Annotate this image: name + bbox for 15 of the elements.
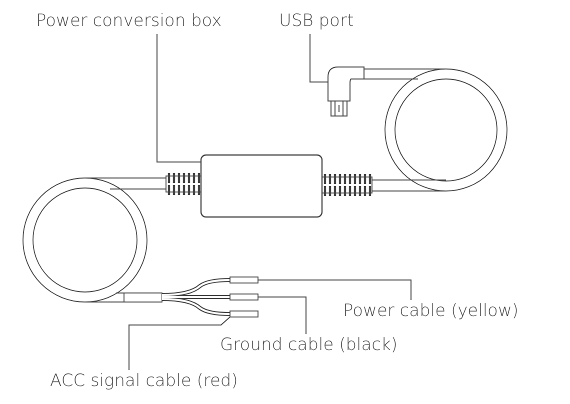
callout-label: Power cable (yellow) (343, 300, 518, 322)
leader-line (128, 316, 230, 370)
callout-label: Ground cable (black) (220, 334, 398, 356)
leader-line (258, 296, 306, 334)
callout-label: ACC signal cable (red) (50, 370, 238, 392)
wire-tip (230, 294, 258, 300)
wire-tip (230, 276, 258, 284)
leader-line (258, 280, 412, 300)
callout-label: Power conversion box (36, 10, 222, 32)
leader-line (310, 34, 328, 82)
callout-label: USB port (279, 10, 354, 32)
converter-box (200, 154, 323, 218)
usb-plug-drawing (328, 66, 364, 116)
leader-line (156, 34, 202, 162)
wire-tip (230, 310, 258, 318)
